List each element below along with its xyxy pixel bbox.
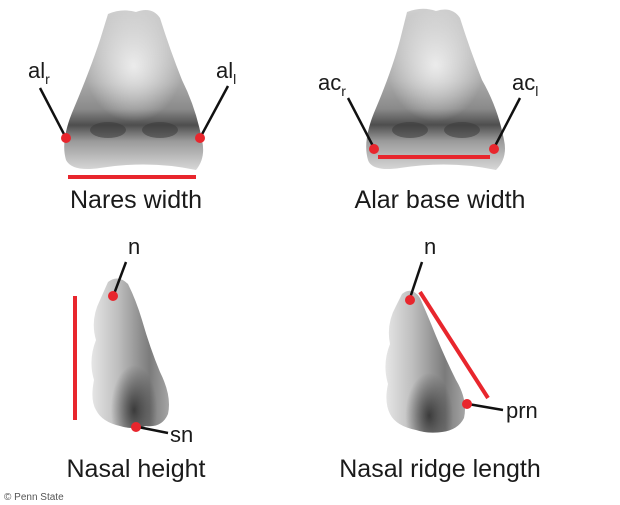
landmark-dot-al-r (61, 133, 71, 143)
leader-line-n-height (112, 261, 128, 295)
leader-line-ac-r (346, 97, 376, 149)
panel-nares-width: alr all Nares width (28, 10, 236, 214)
landmark-dot-prn (462, 399, 472, 409)
panel-alar-base-width: acr acl Alar base width (318, 8, 538, 214)
landmark-dot-ac-l (489, 144, 499, 154)
landmark-dot-al-l (195, 133, 205, 143)
label-ac-r: acr (318, 70, 346, 99)
leader-line-prn (467, 402, 504, 412)
caption-nares-width: Nares width (70, 186, 202, 214)
leader-line-al-r (38, 87, 68, 139)
leader-line-sn (137, 425, 169, 435)
landmark-dot-n-ridge (405, 295, 415, 305)
panel-nasal-height: n sn Nasal height (67, 234, 206, 483)
label-ac-l: acl (512, 70, 538, 99)
landmark-dot-n-height (108, 291, 118, 301)
image-credit: © Penn State (4, 492, 64, 503)
leader-line-al-l (198, 85, 230, 139)
caption-nasal-ridge-length: Nasal ridge length (339, 455, 541, 483)
label-sn: sn (170, 422, 193, 447)
label-prn: prn (506, 398, 538, 423)
caption-nasal-height: Nasal height (67, 455, 206, 483)
leader-line-ac-l (492, 97, 522, 149)
label-n-height: n (128, 234, 140, 259)
label-n-ridge: n (424, 234, 436, 259)
label-al-l: all (216, 58, 236, 87)
landmark-dot-ac-r (369, 144, 379, 154)
leader-line-n-ridge (408, 261, 424, 299)
nasal-ridge-length-measure-line (418, 290, 490, 400)
landmark-dot-sn (131, 422, 141, 432)
label-al-r: alr (28, 58, 50, 87)
panel-nasal-ridge-length: n prn Nasal ridge length (339, 234, 541, 483)
caption-alar-base-width: Alar base width (355, 186, 526, 214)
